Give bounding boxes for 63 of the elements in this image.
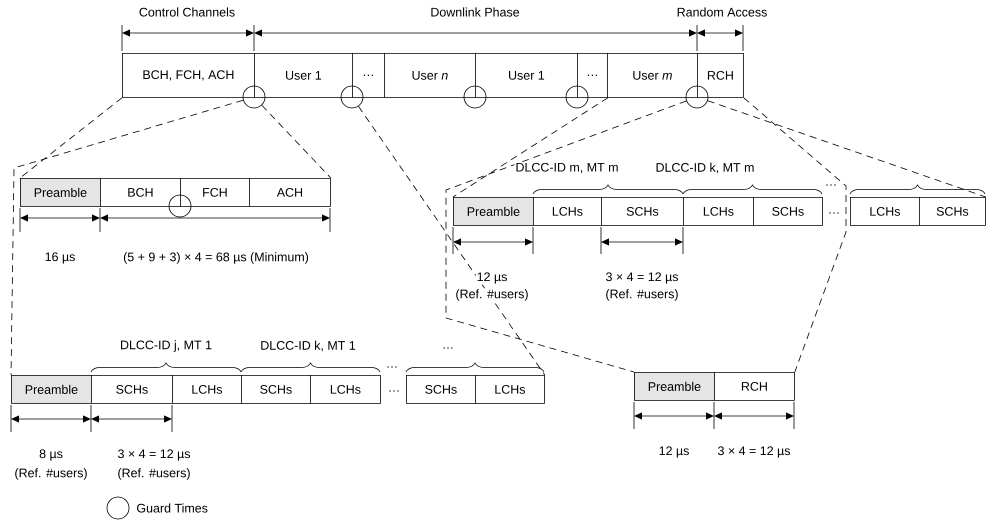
channel-cell: … <box>352 53 385 98</box>
zoom-line <box>10 100 244 376</box>
channel-cell: RCH <box>714 372 795 401</box>
label: Random Access <box>676 6 768 18</box>
label: (Ref. #users) <box>604 288 680 302</box>
guard-time-circle <box>686 86 708 108</box>
label: DLCC-ID m, MT m <box>514 162 620 174</box>
zoom-line <box>261 104 332 178</box>
channel-cell: SCHs <box>753 197 823 226</box>
zoom-line <box>707 100 986 198</box>
zoom-line <box>20 97 122 178</box>
guard-time-circle <box>566 86 588 108</box>
channel-cell: ACH <box>249 178 331 207</box>
channel-cell: SCHs <box>406 375 476 404</box>
guard-time-circle <box>168 194 192 218</box>
channel-cell: SCHs <box>241 375 311 404</box>
label: DLCC-ID k, MT m <box>654 162 756 174</box>
preamble-cell: Preamble <box>11 375 92 404</box>
label: (Ref. #users) <box>116 467 192 481</box>
channel-cell: BCH, FCH, ACH <box>122 53 255 98</box>
label: Downlink Phase <box>429 6 521 18</box>
label: 12 µs <box>476 271 508 285</box>
channel-cell: SCHs <box>91 375 173 404</box>
channel-cell: LCHs <box>533 197 602 226</box>
preamble-cell: Preamble <box>634 372 715 401</box>
label: 16 µs <box>44 251 76 265</box>
label: DLCC-ID k, MT 1 <box>259 340 357 352</box>
channel-cell: LCHs <box>850 197 920 226</box>
guard-time-circle <box>340 86 364 108</box>
label: … <box>826 211 842 215</box>
label: 8 µs <box>38 448 64 462</box>
guard-time-circle <box>242 86 266 108</box>
label: Control Channels <box>138 6 236 18</box>
preamble-cell: Preamble <box>20 178 101 207</box>
channel-cell: LCHs <box>683 197 754 226</box>
label: 3 × 4 = 12 µs <box>116 448 192 462</box>
label: … <box>384 365 400 369</box>
channel-cell: SCHs <box>601 197 684 226</box>
channel-cell: LCHs <box>172 375 242 404</box>
zoom-line <box>452 97 608 198</box>
channel-cell: SCHs <box>919 197 986 226</box>
label: … <box>386 389 402 393</box>
zoom-line <box>358 106 546 376</box>
label: DLCC-ID j, MT 1 <box>119 339 214 353</box>
zoom-line <box>446 100 687 372</box>
zoom-line <box>743 97 846 372</box>
preamble-cell: Preamble <box>453 197 534 226</box>
label: 12 µs <box>658 445 690 459</box>
label: … <box>440 346 456 350</box>
channel-cell: RCH <box>697 53 744 98</box>
label: (Ref. #users) <box>454 288 530 302</box>
label: (5 + 9 + 3) × 4 = 68 µs (Minimum) <box>122 251 310 265</box>
channel-cell: … <box>577 53 608 98</box>
channel-cell: FCH <box>180 178 250 207</box>
label: 3 × 4 = 12 µs <box>604 271 680 285</box>
channel-cell: LCHs <box>475 375 545 404</box>
label: (Ref. #users) <box>13 467 89 481</box>
guard-time-circle <box>464 86 486 108</box>
legend-text: Guard Times <box>137 503 208 513</box>
label: … <box>824 183 838 187</box>
label: 3 × 4 = 12 µs <box>716 445 792 459</box>
channel-cell: LCHs <box>310 375 381 404</box>
channel-cell: BCH <box>100 178 181 207</box>
